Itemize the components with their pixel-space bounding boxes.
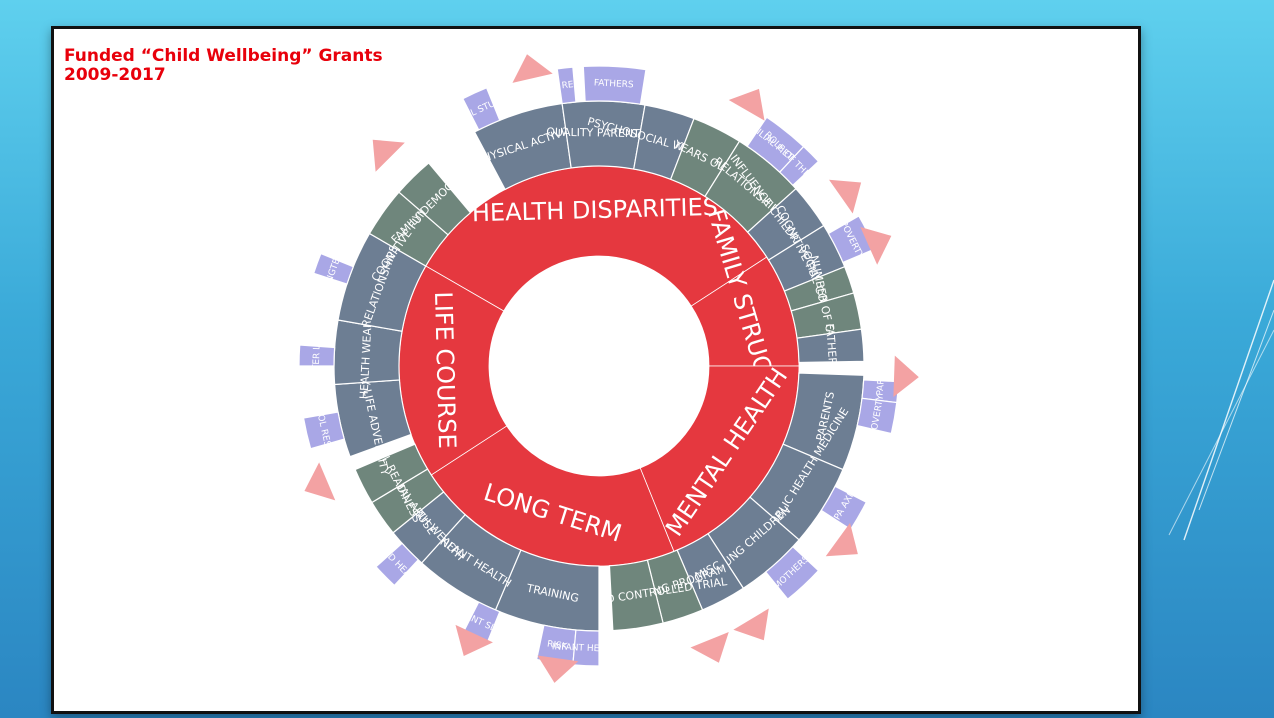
segment-label-quality-parenting: QUALITY PARENTING <box>546 126 660 141</box>
segment-label-later-life: LATER LIFE <box>311 331 323 381</box>
sunburst-segment-school-readiness[interactable] <box>354 443 429 504</box>
pointer-triangle-7 <box>690 632 729 663</box>
sunburst-segment-school-readiness[interactable] <box>556 66 577 105</box>
sunburst-segment-role-of-the-family[interactable] <box>778 145 820 187</box>
sunburst-segment-family-demography[interactable] <box>398 162 472 236</box>
pointer-triangle-2 <box>829 179 862 214</box>
slide-title-line2: 2009-2017 <box>64 65 166 85</box>
pointer-triangle-8 <box>537 655 579 683</box>
segment-label-risk: RISK <box>546 639 569 652</box>
sunburst-segment-fathers[interactable] <box>796 328 865 364</box>
segment-label-health-wealth: HEALTH WEALTH <box>357 308 375 399</box>
slide-title: Funded “Child Wellbeing” Grants 2009-201… <box>64 47 383 85</box>
segment-label-life-course: LIFE COURSE <box>429 291 461 449</box>
pointer-triangle-1 <box>728 88 765 121</box>
sunburst-segment-cortisol-response[interactable] <box>302 411 346 450</box>
segment-label-infant-health: INFANT HEALTH <box>552 642 622 655</box>
pointer-triangle-4 <box>893 355 919 397</box>
pointer-triangle-11 <box>372 139 405 172</box>
decorative-diagonal-lines <box>1168 279 1274 541</box>
sunburst-segment-poverty[interactable] <box>827 215 876 264</box>
pointer-triangle-6 <box>733 608 769 641</box>
pointer-triangle-3 <box>860 227 892 265</box>
sunburst-segment-hpa-axis[interactable] <box>820 485 868 531</box>
pointer-triangle-5 <box>825 522 858 557</box>
sunburst-segment-later-life[interactable] <box>298 344 336 367</box>
sunburst-segment-fathers[interactable] <box>582 65 647 105</box>
sunburst-segment-mothers[interactable] <box>764 545 820 600</box>
sunburst-segment-school-students[interactable] <box>461 87 501 131</box>
sunburst-segment-infant-health[interactable] <box>572 629 600 667</box>
pointer-triangle-10 <box>304 462 336 501</box>
slide-title-line1: Funded “Child Wellbeing” Grants <box>64 46 383 66</box>
sunburst-segment-child-health[interactable] <box>375 542 420 587</box>
segment-label-fathers: FATHERS <box>823 323 840 372</box>
sunburst-segment-longterm[interactable] <box>312 252 355 285</box>
segment-label-health-disparities: HEALTH DISPARITIES <box>472 193 719 227</box>
segment-label-fathers: FATHERS <box>594 78 634 90</box>
pointer-triangle-0 <box>512 54 553 83</box>
slide-frame: Funded “Child Wellbeing” Grants 2009-201… <box>51 26 1141 714</box>
pointer-triangle-9 <box>455 624 493 657</box>
sunburst-segment-poverty[interactable] <box>856 397 898 435</box>
sunburst-segment-randomized-controlled-trial[interactable] <box>608 559 664 632</box>
